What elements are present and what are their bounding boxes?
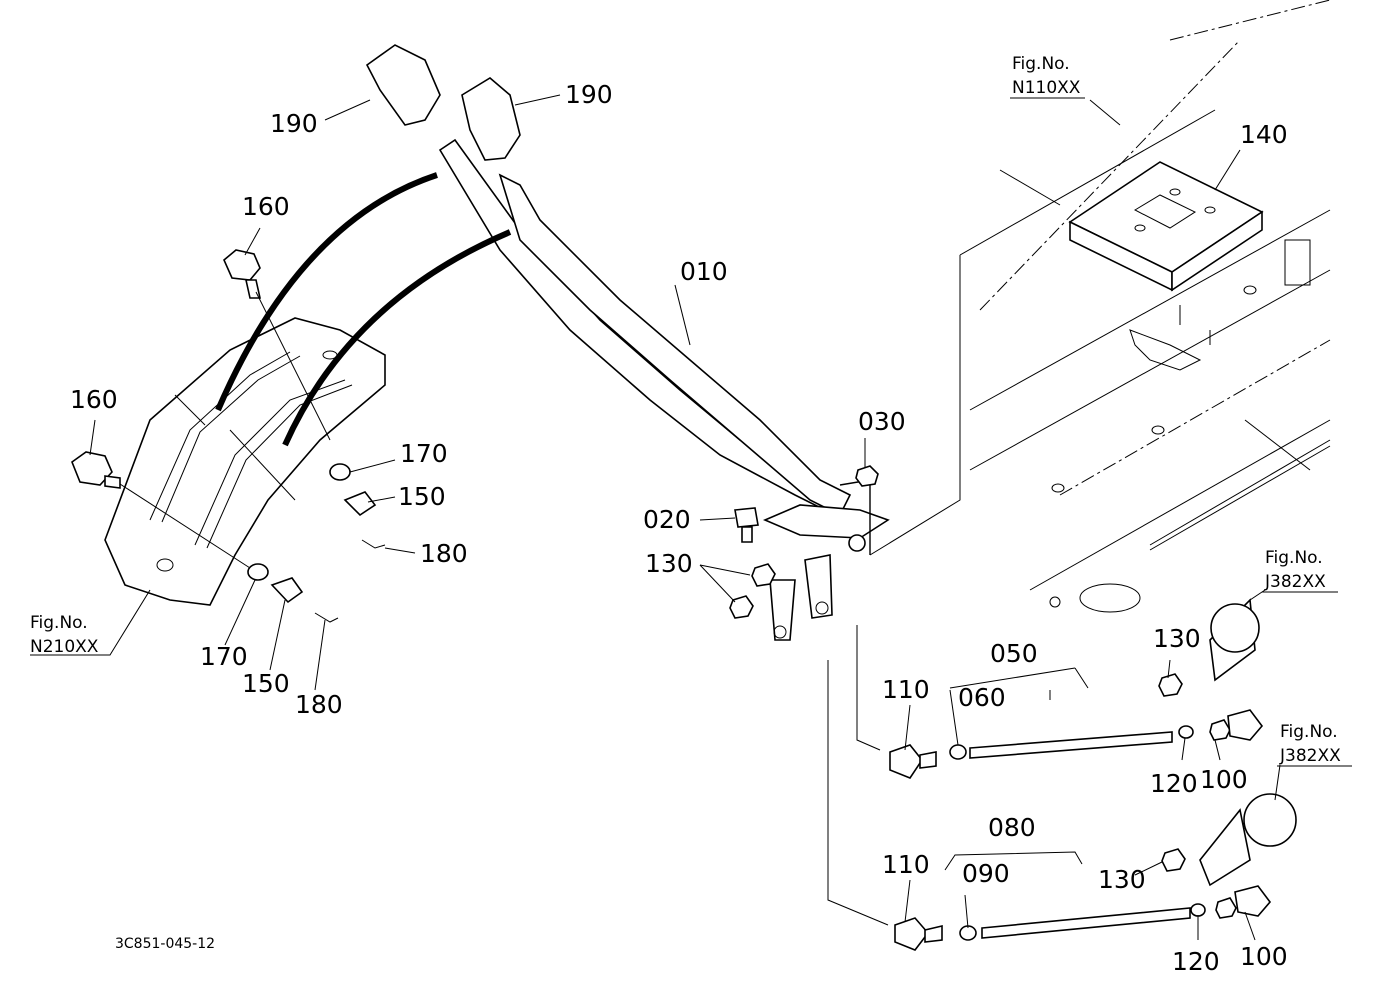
callout-120-lower: 120 [1172,947,1220,976]
drawing-code: 3C851-045-12 [115,936,215,952]
fig-ref-j382-lower-number: J382XX [1279,746,1341,766]
callout-110-lower: 110 [882,850,930,879]
callout-150-lower: 150 [242,669,290,698]
callout-190-left: 190 [270,109,318,138]
knob-bolt-parts [71,249,331,569]
callout-120-upper: 120 [1150,769,1198,798]
fig-ref-n110-label: Fig.No. [1012,54,1070,74]
install-arrow-1 [215,172,438,412]
callout-170-lower: 170 [200,642,248,671]
callout-050: 050 [990,639,1038,668]
callout-140: 140 [1240,120,1288,149]
part-callouts: 010 020 030 050 060 080 090 100 100 110 … [70,80,1288,976]
callout-060: 060 [958,683,1006,712]
callout-170-upper: 170 [400,439,448,468]
callout-160-left: 160 [70,385,118,414]
callout-190-right: 190 [565,80,613,109]
callout-030: 030 [858,407,906,436]
callout-100-upper: 100 [1200,765,1248,794]
rod-080-assembly [827,660,1297,951]
fig-ref-j382-upper-label: Fig.No. [1265,548,1323,568]
floor-mat-part [1068,161,1311,345]
callout-090: 090 [962,859,1010,888]
figure-references: Fig.No. N110XX Fig.No. N210XX Fig.No. J3… [30,54,1352,767]
rod-050-assembly [856,598,1264,779]
callout-150-upper: 150 [398,482,446,511]
callout-130-upper-right: 130 [1153,624,1201,653]
callout-080: 080 [988,813,1036,842]
callout-130-left: 130 [645,549,693,578]
brake-pedal-arms [438,138,890,641]
fig-ref-n210-number: N210XX [30,637,99,657]
bolt-nut-parts [729,465,1186,872]
callout-010: 010 [680,257,728,286]
fig-ref-n210-label: Fig.No. [30,613,88,633]
callout-100-lower: 100 [1240,942,1288,971]
callout-020: 020 [643,505,691,534]
callout-110-upper: 110 [882,675,930,704]
callout-130-lower-right: 130 [1098,865,1146,894]
fig-ref-j382-lower-label: Fig.No. [1280,722,1338,742]
fastener-parts [247,463,386,623]
callout-160-upper: 160 [242,192,290,221]
pedal-plate-part [104,317,386,606]
callout-180-lower: 180 [295,690,343,719]
callout-180-upper: 180 [420,539,468,568]
floor-frame [869,0,1331,613]
pedal-pad-parts [365,44,521,161]
fig-ref-n110-number: N110XX [1012,78,1081,98]
fig-ref-j382-upper-number: J382XX [1264,572,1326,592]
leader-lines [30,94,1281,941]
install-arrow-2 [282,229,512,447]
